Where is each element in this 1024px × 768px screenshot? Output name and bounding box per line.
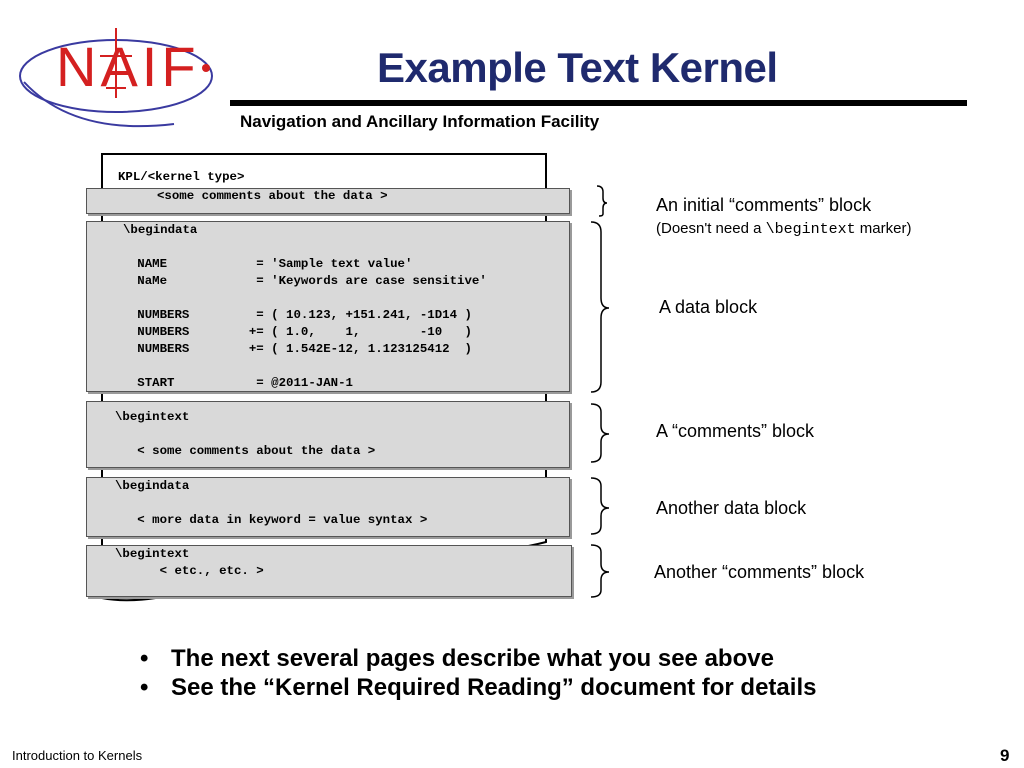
compass-icon — [100, 28, 132, 98]
annotation-comments-block: A “comments” block — [656, 421, 815, 441]
footer-left: Introduction to Kernels — [12, 748, 143, 763]
note-code: \begintext — [765, 221, 856, 238]
annotation-initial-comments: An initial “comments” block — [656, 195, 872, 215]
code-line: \begindata — [123, 223, 198, 237]
bullet-list: • The next several pages describe what yo… — [140, 644, 816, 702]
page-title: Example Text Kernel — [377, 44, 778, 91]
bullet-item: • The next several pages describe what yo… — [140, 644, 816, 673]
annotation-data-block: A data block — [659, 297, 758, 317]
page-subtitle: Navigation and Ancillary Information Fac… — [240, 112, 600, 131]
code-line: NUMBERS = ( 10.123, +151.241, -1D14 ) — [115, 308, 472, 322]
comments-block-1: \begintext < some comments about the dat… — [86, 401, 570, 468]
brace-initial-comments — [596, 185, 608, 217]
naif-logo: NAIF — [19, 28, 213, 128]
title-rule — [230, 100, 967, 106]
initial-comments-block: <some comments about the data > — [86, 188, 570, 214]
orbit-arc — [23, 81, 175, 128]
note-suffix: marker) — [855, 220, 912, 237]
bullet-text: See the “Kernel Required Reading” docume… — [171, 674, 817, 701]
code-line: < some comments about the data > — [115, 444, 376, 458]
brace-another-comments-block — [590, 544, 610, 598]
code-line: \begindata — [115, 479, 190, 493]
code-line: < etc., etc. > — [115, 564, 264, 578]
bullet-dot-icon: • — [140, 674, 149, 701]
brace-data-block — [590, 221, 610, 393]
code-line: \begintext — [115, 410, 190, 424]
code-line: NaMe = 'Keywords are case sensitive' — [115, 274, 487, 288]
bullet-item: • See the “Kernel Required Reading” docum… — [140, 673, 816, 702]
code-line: \begintext — [115, 547, 190, 561]
code-line: NUMBERS += ( 1.542E-12, 1.123125412 ) — [115, 342, 472, 356]
annotation-another-data-block: Another data block — [656, 498, 807, 518]
data-block-1: \begindata NAME = 'Sample text value' Na… — [86, 221, 570, 392]
page-number: 9 — [1000, 746, 1010, 765]
brace-comments-block — [590, 403, 610, 463]
code-line: NAME = 'Sample text value' — [115, 257, 413, 271]
bullet-text: The next several pages describe what you… — [171, 645, 774, 672]
logo-text: NAIF — [56, 35, 200, 98]
data-block-2: \begindata < more data in keyword = valu… — [86, 477, 570, 537]
brace-another-data-block — [590, 477, 610, 535]
logo-dot — [202, 64, 210, 72]
braces — [590, 185, 610, 598]
annotation-another-comments-block: Another “comments” block — [654, 562, 865, 582]
comments-block-2: \begintext < etc., etc. > — [86, 545, 572, 597]
code-line: START = @2011-JAN-1 — [115, 376, 353, 390]
code-line: < more data in keyword = value syntax > — [115, 513, 428, 527]
bullet-dot-icon: • — [140, 645, 149, 672]
code-line: NUMBERS += ( 1.0, 1, -10 ) — [115, 325, 472, 339]
note-prefix: (Doesn't need a — [656, 220, 766, 237]
annotation-initial-note: (Doesn't need a \begintext marker) — [656, 220, 911, 238]
comment-line: <some comments about the data > — [157, 189, 388, 203]
kpl-line: KPL/<kernel type> — [118, 170, 245, 184]
